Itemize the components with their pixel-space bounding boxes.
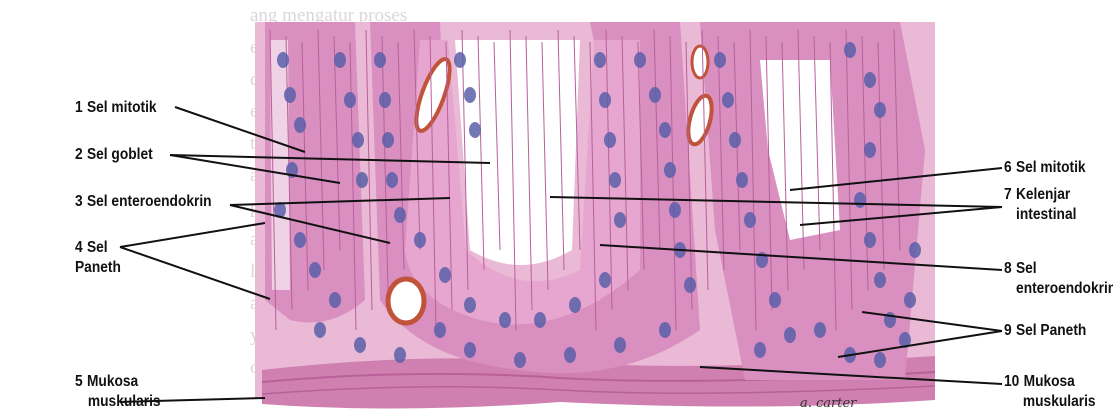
nucleus (769, 292, 781, 308)
nucleus (454, 52, 466, 68)
nucleus (294, 117, 306, 133)
nucleus (659, 122, 671, 138)
leader-line (120, 223, 265, 247)
nucleus (874, 272, 886, 288)
nucleus (469, 122, 481, 138)
nucleus (499, 312, 511, 328)
nucleus (514, 352, 526, 368)
nucleus (864, 232, 876, 248)
label-mukosa-muskularis-left: 5Mukosa muskularis (75, 372, 161, 412)
nucleus (569, 297, 581, 313)
nucleus (864, 72, 876, 88)
nucleus (394, 207, 406, 223)
nucleus (909, 242, 921, 258)
nucleus (614, 337, 626, 353)
nucleus (722, 92, 734, 108)
nucleus (294, 232, 306, 248)
nucleus (844, 42, 856, 58)
nucleus (434, 322, 446, 338)
nucleus (659, 322, 671, 338)
nucleus (439, 267, 451, 283)
artist-signature: a. carter (800, 396, 856, 411)
nucleus (464, 297, 476, 313)
nucleus (634, 52, 646, 68)
nucleus (664, 162, 676, 178)
nucleus (599, 272, 611, 288)
nucleus (604, 132, 616, 148)
nucleus (599, 92, 611, 108)
leader-line (120, 247, 270, 299)
nucleus (729, 132, 741, 148)
nucleus (904, 292, 916, 308)
nucleus (669, 202, 681, 218)
nucleus (344, 92, 356, 108)
nucleus (414, 232, 426, 248)
nucleus (714, 52, 726, 68)
nucleus (352, 132, 364, 148)
nucleus (309, 262, 321, 278)
nucleus (394, 347, 406, 363)
nucleus (814, 322, 826, 338)
nucleus (874, 102, 886, 118)
nucleus (564, 347, 576, 363)
nucleus (354, 337, 366, 353)
nucleus (754, 342, 766, 358)
blood-vessel (388, 279, 424, 323)
nucleus (736, 172, 748, 188)
nucleus (744, 212, 756, 228)
nucleus (464, 87, 476, 103)
nucleus (329, 292, 341, 308)
nucleus (614, 212, 626, 228)
nucleus (864, 142, 876, 158)
nucleus (874, 352, 886, 368)
nucleus (314, 322, 326, 338)
nucleus (464, 342, 476, 358)
blood-vessel (692, 46, 708, 78)
nucleus (379, 92, 391, 108)
nucleus (277, 52, 289, 68)
nucleus (334, 52, 346, 68)
nucleus (356, 172, 368, 188)
label-sel-enteroendokrin-left: 3Sel enteroendokrin (75, 192, 212, 212)
nucleus (649, 87, 661, 103)
nucleus (382, 132, 394, 148)
nucleus (284, 87, 296, 103)
nucleus (534, 312, 546, 328)
nucleus (386, 172, 398, 188)
nucleus (784, 327, 796, 343)
nucleus (594, 52, 606, 68)
nucleus (684, 277, 696, 293)
nucleus (854, 192, 866, 208)
nucleus (609, 172, 621, 188)
nucleus (374, 52, 386, 68)
